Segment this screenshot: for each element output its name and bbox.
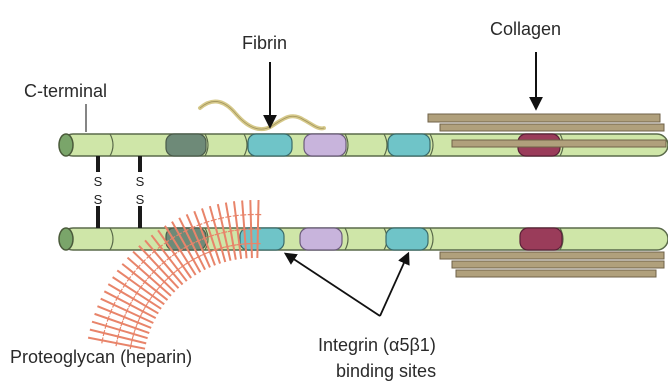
integrin-sublabel: binding sites [336, 362, 436, 380]
heparin-tick [211, 219, 217, 221]
collagen-fibers-top-front [452, 140, 666, 147]
heparin-tick [233, 215, 239, 216]
violet-domain-top [304, 134, 346, 156]
heparin-tick [103, 330, 104, 336]
disulfide-s-1a: S [94, 174, 103, 189]
collagen-label: Collagen [490, 20, 561, 38]
collagen-fibers-bottom [440, 252, 664, 277]
heparin-tick [218, 218, 224, 219]
heparin-tick [131, 337, 132, 343]
collagen-binding-domain-bottom [520, 228, 562, 250]
disulfide-s-2b: S [136, 192, 145, 207]
violet-domain-bottom [300, 228, 342, 250]
fibrin-fiber [200, 101, 324, 129]
integrin-domain-bottom-2 [386, 228, 428, 250]
disulfide-s-2a: S [136, 174, 145, 189]
integrin-domain-top [388, 134, 430, 156]
collagen-fibers-top [428, 114, 664, 131]
heparin-tick [235, 230, 241, 231]
proteoglycan-label: Proteoglycan (heparin) [10, 348, 192, 366]
heparin-tick [117, 334, 118, 340]
heparin-tick [102, 337, 103, 343]
integrin-label: Integrin (α5β1) [318, 336, 436, 354]
heparin-tick [236, 244, 242, 245]
c-terminal-cap [59, 134, 73, 156]
gray-domain-top [166, 134, 206, 156]
fibrin-label: Fibrin [242, 34, 287, 52]
integrin-arrow-2 [380, 254, 408, 316]
heparin-tick [225, 216, 231, 217]
fibrin-binding-domain-top [248, 134, 292, 156]
disulfide-s-1b: S [94, 192, 103, 207]
heparin-tick [105, 323, 107, 329]
bottom-terminal-cap [59, 228, 73, 250]
integrin-arrow-1 [286, 254, 380, 316]
c-terminal-label: C-terminal [24, 82, 107, 100]
proteoglycan-heparin [88, 200, 261, 349]
heparin-tick [119, 327, 121, 333]
heparin-tick [133, 331, 135, 337]
heparin-tick [116, 340, 117, 346]
disulfide-bridges: S S S S [94, 156, 145, 228]
